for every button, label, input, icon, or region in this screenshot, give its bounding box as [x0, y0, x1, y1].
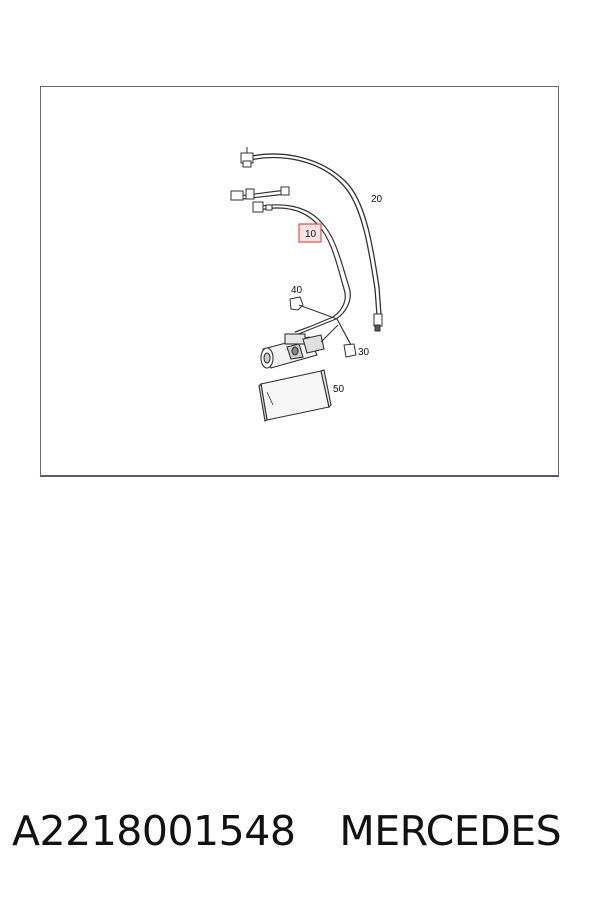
part-label-10: 10: [305, 229, 317, 240]
top-connector: [240, 147, 254, 168]
clip-30: [343, 343, 357, 358]
part-label-30: 30: [358, 347, 370, 358]
part-label-50: 50: [333, 384, 345, 395]
cable-10: [230, 189, 352, 346]
clip-40: [289, 296, 338, 320]
product-caption: A2218001548 MERCEDES: [12, 796, 592, 866]
diagram-frame: 10 20 30 40 50: [40, 86, 559, 477]
part-number: A2218001548: [12, 807, 296, 855]
part-label-40: 40: [291, 285, 303, 296]
cable-20: [246, 153, 382, 316]
highlight-box: [298, 223, 322, 243]
right-connector: [373, 313, 383, 332]
part-label-20: 20: [371, 194, 383, 205]
left-connector: [230, 186, 290, 213]
brand-name: MERCEDES: [339, 807, 562, 855]
cover-50: [258, 369, 332, 422]
sensor-housing: [260, 324, 339, 369]
parts-diagram: 10 20 30 40 50: [230, 147, 383, 422]
